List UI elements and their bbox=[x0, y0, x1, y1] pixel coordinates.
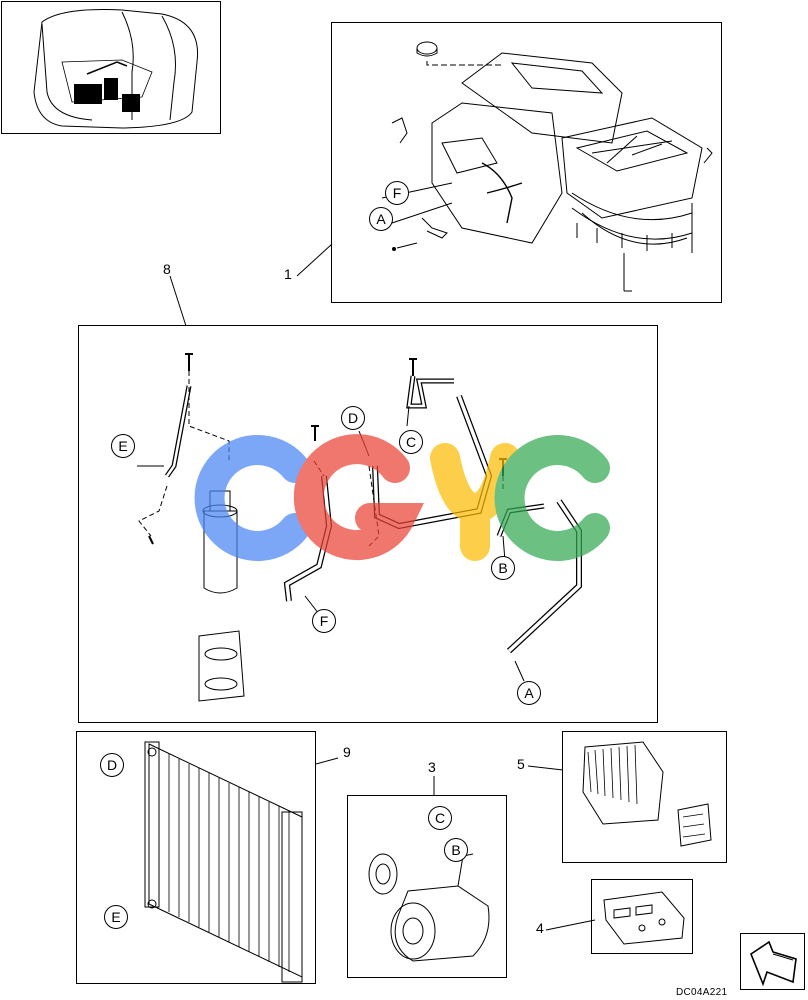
hvac-unit-illustration bbox=[381, 41, 713, 292]
connector-label-e: E bbox=[111, 434, 135, 458]
watermark-letter-1 bbox=[194, 435, 310, 561]
location-overview-panel bbox=[1, 1, 221, 134]
connector-label-d: D bbox=[100, 753, 124, 777]
hvac-unit-panel: F A bbox=[331, 22, 722, 303]
control-panel-illustration bbox=[603, 891, 685, 945]
watermark-letter-4 bbox=[494, 435, 610, 561]
filter-illustration bbox=[582, 741, 712, 847]
callout-4: 4 bbox=[536, 920, 544, 936]
watermark-letter-2 bbox=[293, 434, 425, 560]
condenser-panel: D E bbox=[76, 731, 316, 984]
filter-panel bbox=[562, 731, 727, 863]
connector-label-c: C bbox=[428, 806, 452, 830]
callout-1: 1 bbox=[284, 266, 292, 282]
connector-label-f: F bbox=[385, 181, 409, 205]
connector-label-a: A bbox=[517, 681, 541, 705]
reference-code: DC04A221 bbox=[676, 987, 728, 998]
connector-label-c: C bbox=[399, 430, 423, 454]
condenser-illustration bbox=[144, 741, 303, 983]
connector-label-d: D bbox=[341, 406, 365, 430]
callout-3: 3 bbox=[428, 759, 436, 775]
callout-8: 8 bbox=[163, 261, 171, 277]
connector-label-a: A bbox=[369, 207, 393, 231]
connector-label-e: E bbox=[104, 905, 128, 929]
watermark-logo bbox=[194, 434, 610, 561]
compressor-panel: C B bbox=[347, 795, 507, 978]
compressor-illustration bbox=[368, 853, 490, 962]
navigation-arrow-icon bbox=[750, 940, 797, 987]
connector-label-b: B bbox=[444, 838, 468, 862]
control-panel-box bbox=[591, 879, 693, 954]
navigation-arrow-box bbox=[740, 933, 805, 990]
connector-label-f: F bbox=[312, 609, 336, 633]
cab-overview-illustration bbox=[33, 9, 199, 129]
callout-5: 5 bbox=[517, 756, 525, 772]
callout-9: 9 bbox=[343, 744, 351, 760]
connector-label-b: B bbox=[491, 556, 515, 580]
